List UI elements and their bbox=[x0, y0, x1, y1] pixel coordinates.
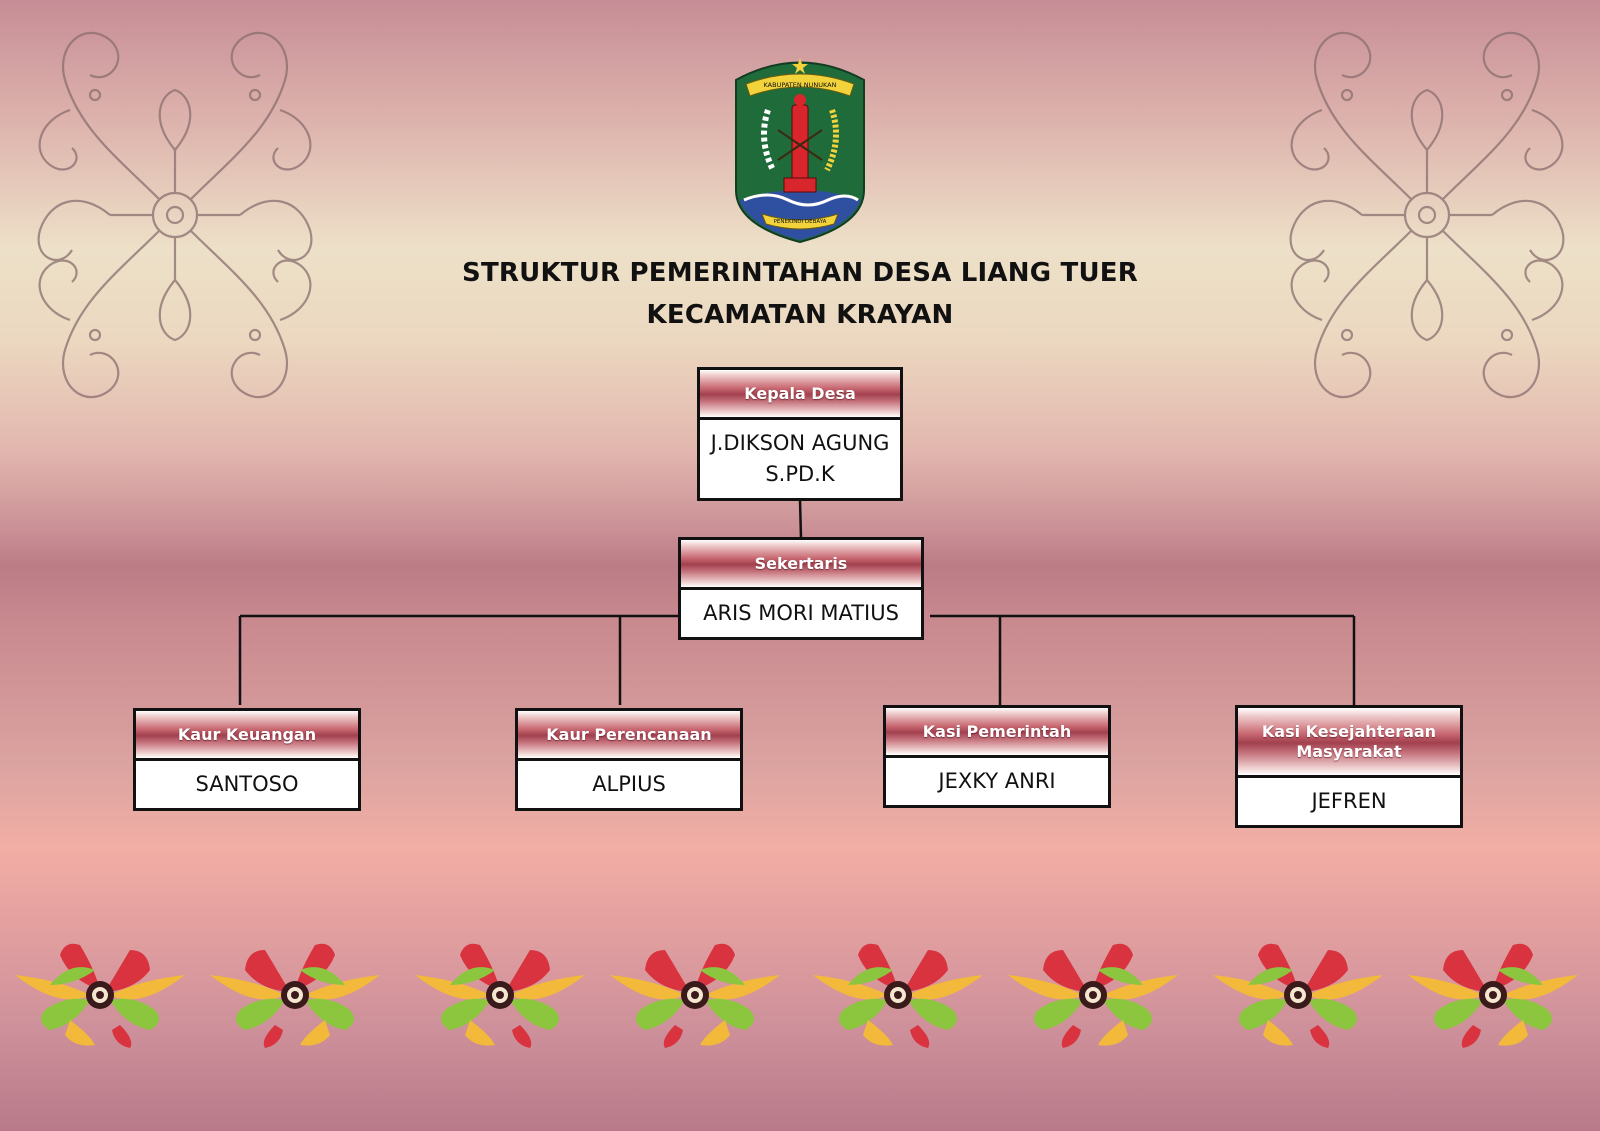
node-kasi-kesejahteraan-masyarakat: Kasi Kesejahteraan Masyarakat JEFREN bbox=[1235, 705, 1463, 828]
node-role-label: Kaur Keuangan bbox=[136, 711, 358, 761]
flower-motif bbox=[415, 943, 585, 1048]
flower-motif bbox=[813, 943, 983, 1048]
node-role-label: Kasi Kesejahteraan Masyarakat bbox=[1238, 708, 1460, 778]
flower-motif bbox=[1008, 943, 1178, 1048]
node-name: JEXKY ANRI bbox=[938, 769, 1056, 793]
node-kasi-pemerintah: Kasi Pemerintah JEXKY ANRI bbox=[883, 705, 1111, 808]
node-kepala-desa: Kepala Desa J.DIKSON AGUNG S.PD.K bbox=[697, 367, 903, 501]
node-role-label: Kepala Desa bbox=[700, 370, 900, 420]
node-name: JEFREN bbox=[1311, 789, 1387, 813]
node-name: J.DIKSON AGUNG S.PD.K bbox=[700, 420, 900, 498]
node-name: SANTOSO bbox=[195, 772, 299, 796]
title-line-1: STRUKTUR PEMERINTAHAN DESA LIANG TUER bbox=[462, 258, 1138, 288]
flower-motif bbox=[610, 943, 780, 1048]
role-line-1: Kasi Kesejahteraan bbox=[1261, 721, 1437, 741]
node-kaur-perencanaan: Kaur Perencanaan ALPIUS bbox=[515, 708, 743, 811]
dayak-ornament-left bbox=[37, 31, 313, 399]
node-role-label: Sekertaris bbox=[681, 540, 921, 590]
emblem-banner-top: KABUPATEN NUNUKAN bbox=[764, 81, 837, 89]
flower-motif bbox=[15, 943, 185, 1048]
dayak-ornament-right bbox=[1289, 31, 1565, 399]
flower-ornament-row bbox=[15, 943, 1578, 1048]
chart-title: STRUKTUR PEMERINTAHAN DESA LIANG TUER KE… bbox=[0, 252, 1600, 336]
node-name: ARIS MORI MATIUS bbox=[703, 601, 899, 625]
connector-head-secretary bbox=[798, 499, 803, 539]
name-line-2: S.PD.K bbox=[765, 462, 835, 486]
emblem-banner-bottom: PENEKINDI DEBAYA bbox=[774, 219, 827, 225]
node-role-label: Kaur Perencanaan bbox=[518, 711, 740, 761]
flower-motif bbox=[210, 943, 380, 1048]
kabupaten-nunukan-emblem: KABUPATEN NUNUKAN PENEKINDI DEBAYA bbox=[735, 58, 865, 244]
flower-motif bbox=[1408, 943, 1578, 1048]
name-line-1: J.DIKSON AGUNG bbox=[710, 431, 890, 455]
node-name: ALPIUS bbox=[592, 772, 666, 796]
flower-motif bbox=[1213, 943, 1383, 1048]
title-line-2: KECAMATAN KRAYAN bbox=[646, 300, 954, 330]
node-kaur-keuangan: Kaur Keuangan SANTOSO bbox=[133, 708, 361, 811]
node-role-label: Kasi Pemerintah bbox=[886, 708, 1108, 758]
role-line-2: Masyarakat bbox=[1296, 741, 1402, 761]
node-sekertaris: Sekertaris ARIS MORI MATIUS bbox=[678, 537, 924, 640]
